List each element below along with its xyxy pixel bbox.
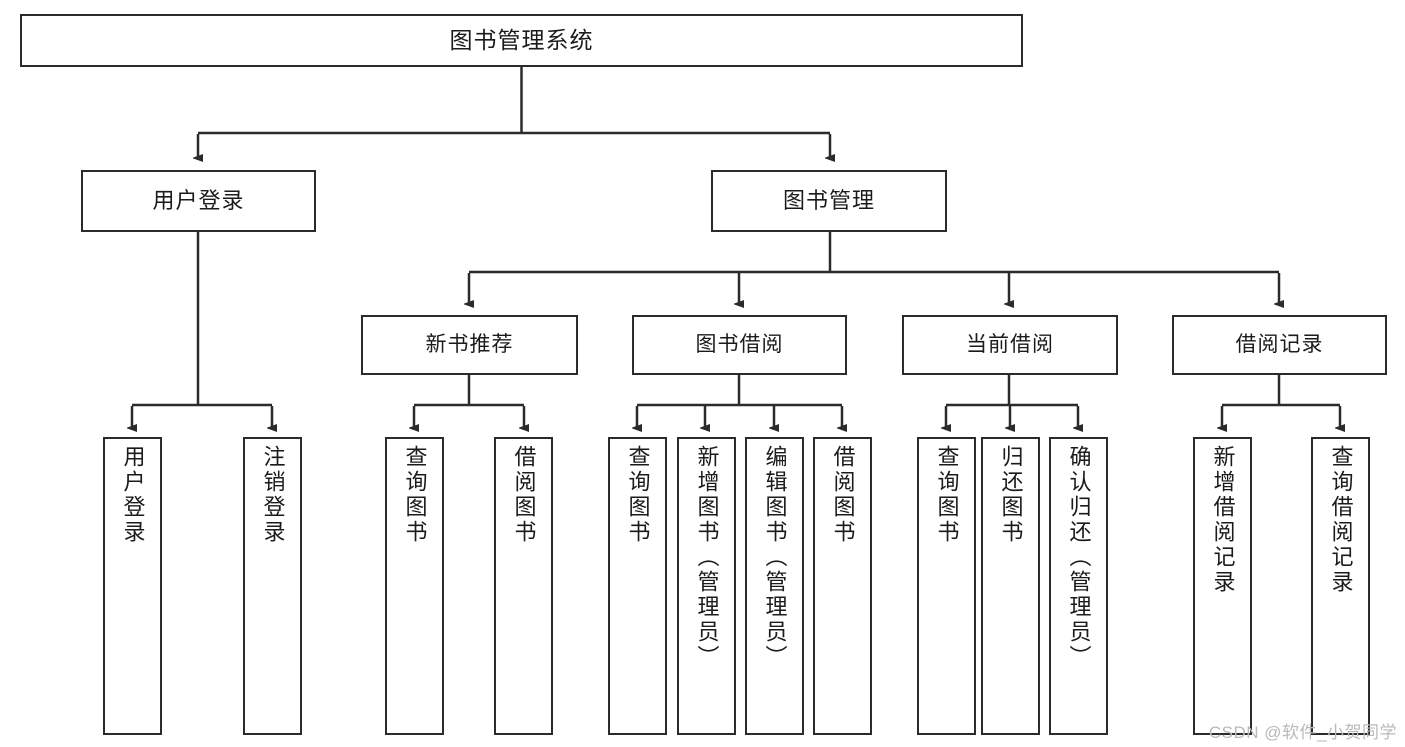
node-book-management[interactable]: 图书管理 [711,170,947,232]
leaf-current-query-book[interactable]: 查询图书 [917,437,976,735]
node-label: 查询图书 [402,445,428,545]
leaf-recommend-borrow-book[interactable]: 借阅图书 [494,437,553,735]
leaf-current-confirm-return-admin[interactable]: 确认归还（管理员） [1049,437,1108,735]
node-label: 当前借阅 [966,333,1054,357]
leaf-user-logout[interactable]: 注销登录 [243,437,302,735]
node-label: 查询图书 [934,445,960,545]
node-label: 图书借阅 [695,333,784,357]
node-label: 借阅图书 [511,445,537,545]
node-label: 注销登录 [260,445,286,545]
leaf-record-add-borrow-record[interactable]: 新增借阅记录 [1193,437,1252,735]
node-label: 查询借阅记录 [1328,445,1354,595]
node-label: 用户登录 [152,187,245,213]
leaf-user-login[interactable]: 用户登录 [103,437,162,735]
node-label: 查询图书 [625,445,651,545]
leaf-recommend-query-book[interactable]: 查询图书 [385,437,444,735]
node-new-book-recommend[interactable]: 新书推荐 [361,315,578,375]
leaf-borrow-add-book-admin[interactable]: 新增图书（管理员） [677,437,736,735]
node-label: 借阅图书 [830,445,856,545]
leaf-borrow-borrow-book[interactable]: 借阅图书 [813,437,872,735]
leaf-borrow-edit-book-admin[interactable]: 编辑图书（管理员） [745,437,804,735]
node-root-book-management-system[interactable]: 图书管理系统 [20,14,1023,67]
node-current-borrow[interactable]: 当前借阅 [902,315,1118,375]
node-label: 归还图书 [998,445,1024,545]
node-label: 新书推荐 [425,333,514,357]
csdn-watermark: CSDN @软件_小贺同学 [1208,723,1397,742]
node-user-login[interactable]: 用户登录 [81,170,316,232]
node-label: 编辑图书（管理员） [762,445,788,670]
node-label: 图书管理系统 [449,27,594,54]
node-label: 确认归还（管理员） [1066,445,1092,670]
leaf-borrow-query-book[interactable]: 查询图书 [608,437,667,735]
leaf-current-return-book[interactable]: 归还图书 [981,437,1040,735]
node-label: 借阅记录 [1235,333,1324,357]
node-label: 新增图书（管理员） [694,445,720,670]
node-label: 新增借阅记录 [1210,445,1236,595]
node-borrow-record[interactable]: 借阅记录 [1172,315,1387,375]
node-label: 图书管理 [782,187,875,213]
node-book-borrow[interactable]: 图书借阅 [632,315,847,375]
node-label: 用户登录 [120,445,146,545]
leaf-record-query-borrow-record[interactable]: 查询借阅记录 [1311,437,1370,735]
